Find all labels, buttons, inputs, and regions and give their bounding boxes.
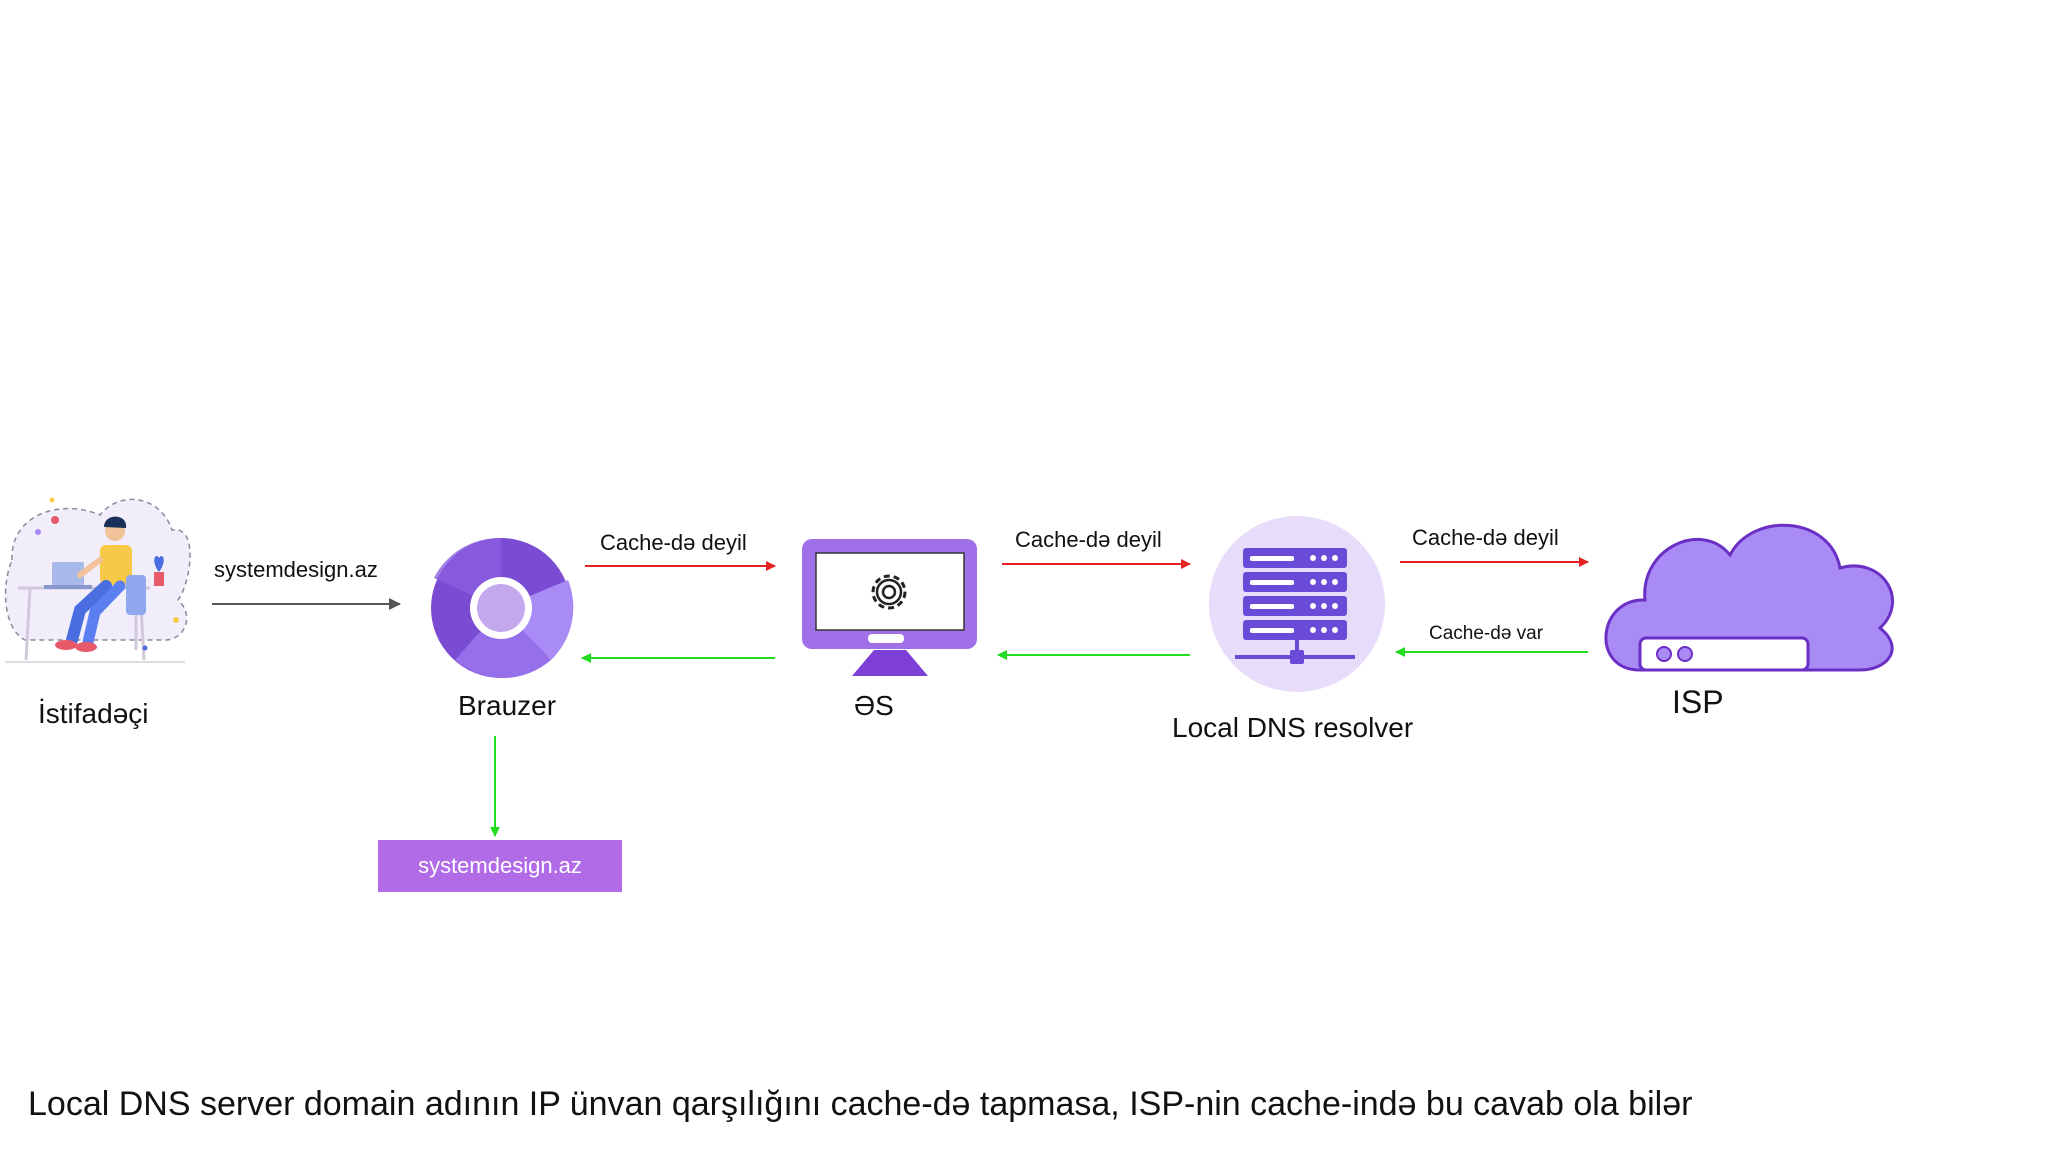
node-label-isp: ISP [1672, 684, 1724, 720]
dns-server-icon [1209, 516, 1385, 692]
result-box: systemdesign.az [378, 840, 622, 892]
edge-label-os-to-resolver: Cache-də deyil [1015, 527, 1162, 552]
edge-label-user-to-browser: systemdesign.az [214, 557, 378, 582]
cloud-server-icon [1604, 523, 1894, 672]
edge-label-isp-to-resolver: Cache-də var [1429, 623, 1544, 644]
caption: Local DNS server domain adının IP ünvan … [28, 1085, 1693, 1123]
node-label-os: ƏS [854, 690, 894, 721]
node-label-user: İstifadəçi [38, 698, 149, 729]
edge-label-resolver-to-isp: Cache-də deyil [1412, 525, 1559, 550]
monitor-gear-icon [802, 539, 977, 676]
node-label-resolver: Local DNS resolver [1172, 712, 1414, 743]
node-label-browser: Brauzer [458, 690, 557, 721]
gear-icon [871, 574, 907, 610]
browser-icon [431, 537, 574, 678]
user-illustration-icon [4, 497, 191, 663]
edge-label-browser-to-os: Cache-də deyil [600, 530, 747, 555]
